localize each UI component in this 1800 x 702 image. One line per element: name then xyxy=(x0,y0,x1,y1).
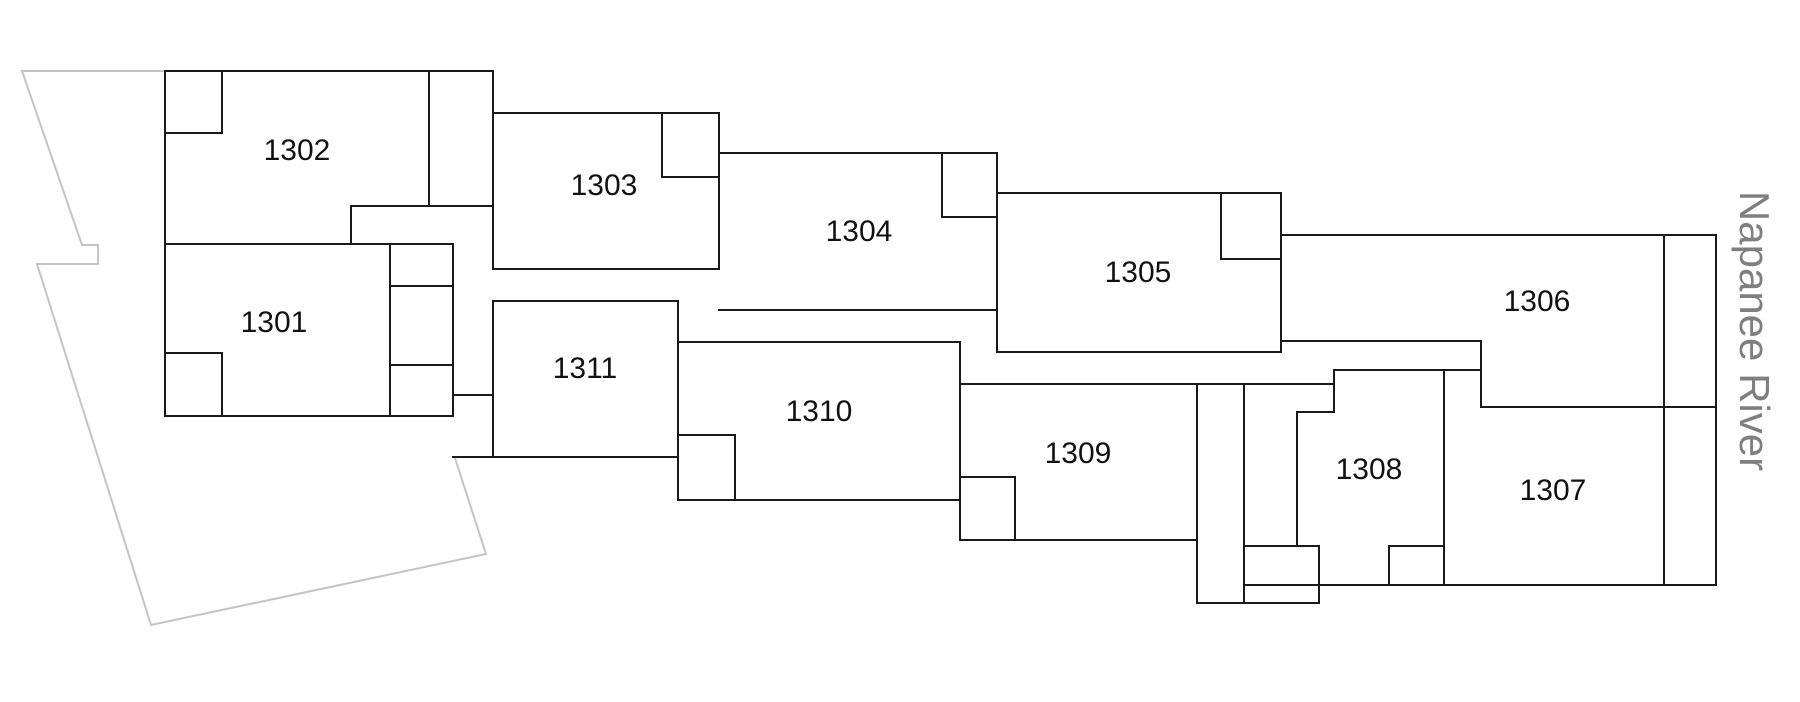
room-label-1311: 1311 xyxy=(553,352,618,385)
room-label-1307: 1307 xyxy=(1520,474,1587,507)
river-label: Napanee River xyxy=(1731,191,1778,471)
room-label-1301: 1301 xyxy=(241,306,308,339)
room-label-1308: 1308 xyxy=(1336,453,1403,486)
room-label-1302: 1302 xyxy=(264,134,331,167)
room-label-1304: 1304 xyxy=(826,215,893,248)
room-1305-walls xyxy=(996,192,1282,353)
room-label-1305: 1305 xyxy=(1105,256,1172,289)
room-label-1303: 1303 xyxy=(571,169,638,202)
room-label-1306: 1306 xyxy=(1504,285,1571,318)
room-1308-walls xyxy=(1243,369,1445,586)
room-1311-walls xyxy=(452,300,679,458)
room-1309-walls xyxy=(959,383,1335,604)
room-1303-walls xyxy=(492,112,720,270)
room-label-1309: 1309 xyxy=(1045,437,1112,470)
room-1301-walls xyxy=(164,205,494,417)
site-boundary xyxy=(20,70,488,627)
room-label-1310: 1310 xyxy=(786,395,853,428)
room-1310-walls xyxy=(677,341,961,501)
room-1306-walls xyxy=(1280,234,1717,586)
